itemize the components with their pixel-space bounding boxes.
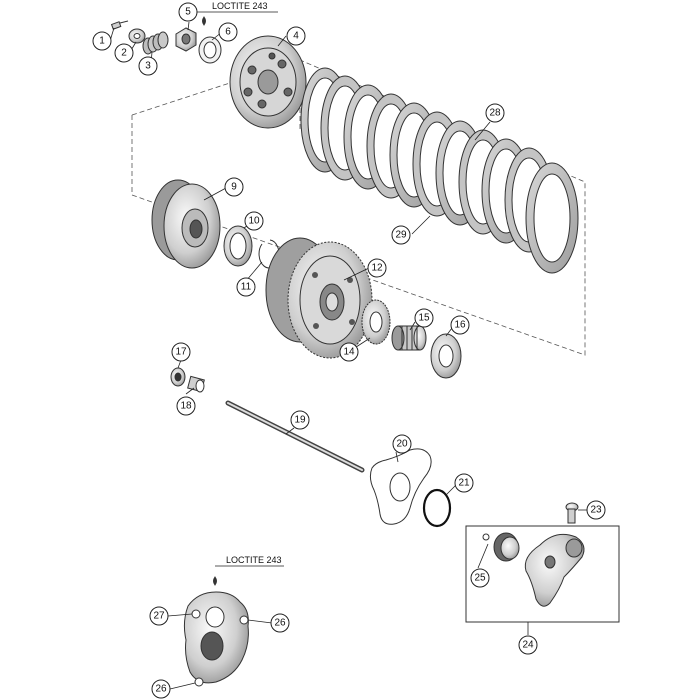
loctite-drop-icon (213, 576, 217, 586)
svg-text:3: 3 (145, 61, 151, 72)
callout-16[interactable]: 16 (450, 315, 470, 335)
seal-part[interactable] (170, 367, 186, 387)
svg-text:10: 10 (248, 216, 260, 227)
svg-text:28: 28 (489, 108, 501, 119)
piston-part[interactable] (482, 532, 520, 562)
svg-text:17: 17 (175, 347, 187, 358)
loctite-note-bottom: LOCTITE 243 (226, 555, 282, 565)
callout-27[interactable]: 27 (149, 606, 169, 626)
callout-2[interactable]: 2 (114, 43, 134, 63)
thrust-washer-part[interactable] (430, 333, 462, 379)
callout-17[interactable]: 17 (171, 342, 191, 362)
cover-part[interactable] (183, 591, 249, 687)
svg-text:19: 19 (294, 415, 306, 426)
callout-12[interactable]: 12 (367, 258, 387, 278)
svg-text:20: 20 (396, 439, 408, 450)
callout-5[interactable]: 5 (178, 2, 198, 22)
svg-text:25: 25 (474, 573, 486, 584)
clutch-plate-stack[interactable] (300, 67, 579, 274)
nut-part[interactable] (175, 27, 197, 52)
pressure-plate-part[interactable] (229, 35, 307, 129)
inner-hub-part[interactable] (151, 179, 221, 269)
washer-part[interactable] (128, 28, 146, 44)
callout-24[interactable]: 24 (518, 635, 538, 655)
slave-cylinder-part[interactable] (524, 533, 585, 607)
callout-1[interactable]: 1 (92, 31, 112, 51)
slave-cylinder-frame (465, 525, 620, 623)
callout-25[interactable]: 25 (470, 568, 490, 588)
needle-bearing-part[interactable] (391, 325, 427, 351)
clutch-basket-part[interactable] (265, 237, 373, 359)
loctite-note-top: LOCTITE 243 (212, 1, 268, 11)
callout-29[interactable]: 29 (391, 225, 411, 245)
svg-text:26: 26 (274, 618, 286, 629)
callout-19[interactable]: 19 (290, 410, 310, 430)
bushing-part[interactable] (187, 375, 205, 393)
svg-text:18: 18 (180, 401, 192, 412)
thin-washer-part[interactable] (198, 36, 222, 64)
svg-text:29: 29 (395, 230, 407, 241)
bearing-ring-part[interactable] (223, 225, 253, 267)
svg-text:4: 4 (293, 31, 299, 42)
svg-text:24: 24 (522, 640, 534, 651)
svg-text:1: 1 (99, 36, 105, 47)
callout-14[interactable]: 14 (339, 342, 359, 362)
svg-text:14: 14 (343, 347, 355, 358)
callout-6[interactable]: 6 (218, 22, 238, 42)
svg-text:5: 5 (185, 7, 191, 18)
loctite-drop-icon (202, 16, 206, 26)
callout-26-bottom[interactable]: 26 (151, 679, 171, 699)
svg-text:6: 6 (225, 27, 231, 38)
callout-9[interactable]: 9 (224, 177, 244, 197)
callout-11[interactable]: 11 (236, 277, 256, 297)
callout-18[interactable]: 18 (176, 396, 196, 416)
spring-part[interactable] (142, 31, 169, 55)
screw-part[interactable] (110, 20, 129, 30)
svg-text:21: 21 (458, 478, 470, 489)
callout-20[interactable]: 20 (392, 434, 412, 454)
svg-text:27: 27 (153, 611, 165, 622)
svg-text:11: 11 (241, 282, 252, 293)
svg-text:2: 2 (121, 48, 127, 59)
callout-3[interactable]: 3 (138, 56, 158, 76)
svg-text:LOCTITE 243: LOCTITE 243 (212, 1, 268, 11)
callout-15[interactable]: 15 (414, 308, 434, 328)
callout-4[interactable]: 4 (286, 26, 306, 46)
svg-text:16: 16 (454, 320, 466, 331)
callout-26-right[interactable]: 26 (270, 613, 290, 633)
push-rod-part[interactable] (225, 400, 365, 473)
gasket-hole (389, 472, 411, 502)
svg-text:23: 23 (590, 505, 602, 516)
bleed-screw-part[interactable] (565, 502, 579, 524)
leader-lines (109, 11, 588, 690)
primary-gear-part[interactable] (361, 299, 391, 345)
svg-text:LOCTITE 243: LOCTITE 243 (226, 555, 282, 565)
svg-text:15: 15 (418, 313, 430, 324)
callout-23[interactable]: 23 (586, 500, 606, 520)
callout-21[interactable]: 21 (454, 473, 474, 493)
callout-10[interactable]: 10 (244, 211, 264, 231)
svg-text:9: 9 (231, 182, 237, 193)
svg-text:12: 12 (371, 263, 383, 274)
callout-28[interactable]: 28 (485, 103, 505, 123)
o-ring-part[interactable] (422, 488, 452, 528)
svg-text:26: 26 (155, 684, 167, 695)
